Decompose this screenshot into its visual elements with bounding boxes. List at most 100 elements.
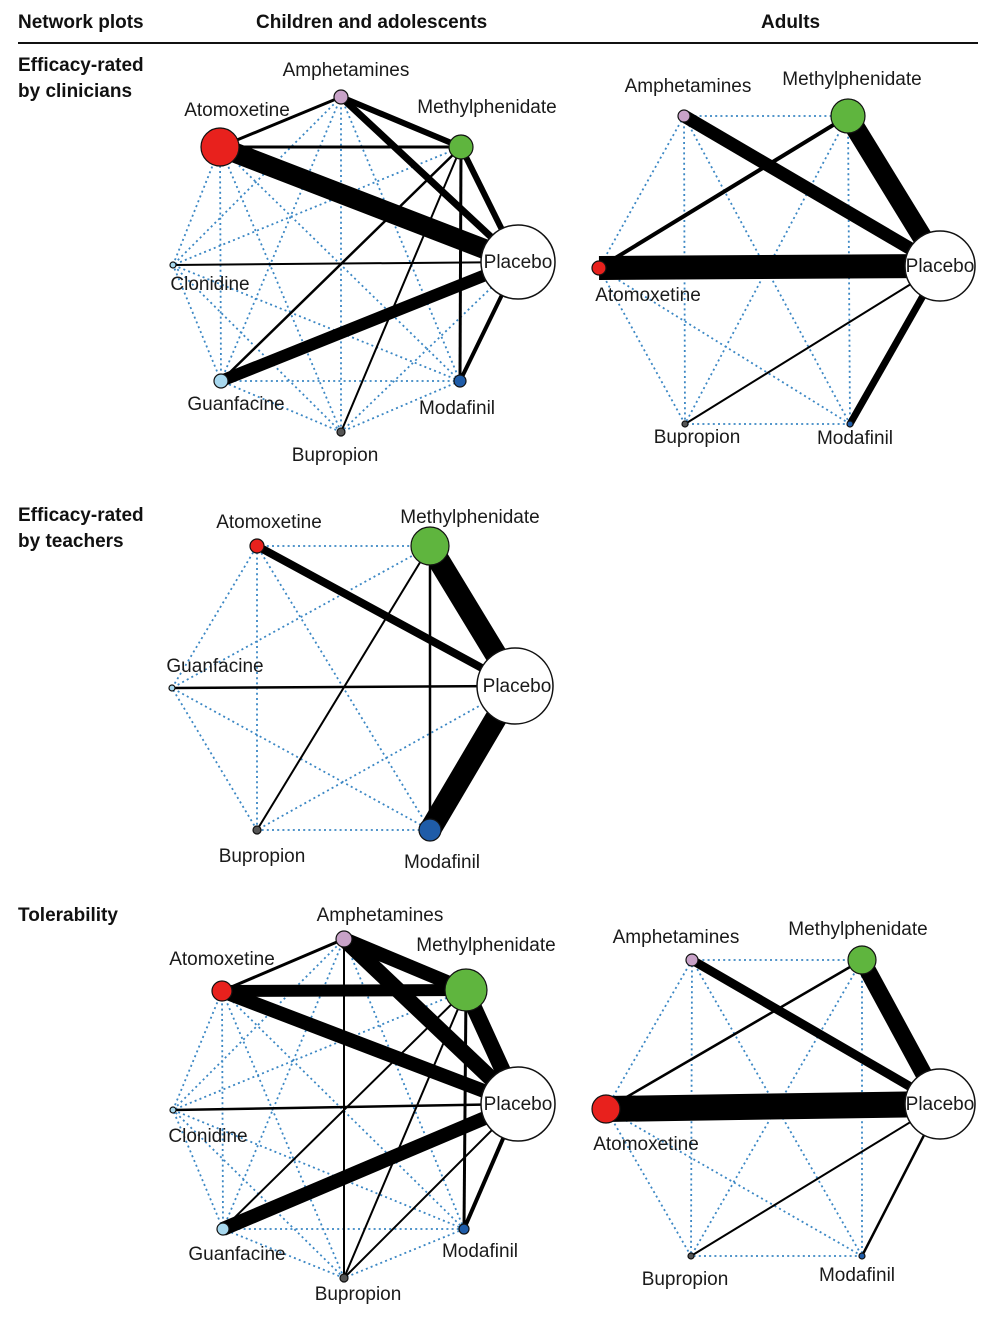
node-label-bupropion: Bupropion xyxy=(654,427,741,448)
node-label-guanfacine: Guanfacine xyxy=(188,1244,285,1265)
node-atomoxetine xyxy=(591,1094,621,1124)
node-label-guanfacine: Guanfacine xyxy=(166,656,263,677)
indirect-edge-guanfacine-clonidine xyxy=(172,1109,224,1230)
row-label-clinicians-line2: by clinicians xyxy=(18,81,133,102)
node-label-placebo: Placebo xyxy=(906,1094,975,1115)
indirect-edge-bupropion-guanfacine xyxy=(220,380,342,433)
indirect-edge-bupropion-guanfacine xyxy=(171,687,258,831)
node-atomoxetine xyxy=(200,127,240,167)
node-guanfacine xyxy=(213,373,229,389)
node-label-modafinil: Modafinil xyxy=(442,1241,518,1262)
indirect-comparisons xyxy=(605,959,863,1257)
edge-placebo-guanfacine xyxy=(218,256,521,387)
node-atomoxetine xyxy=(591,260,607,276)
node-label-placebo: Placebo xyxy=(484,1094,553,1115)
indirect-edge-modafinil-atomoxetine xyxy=(256,545,431,831)
node-methylphenidate xyxy=(847,945,877,975)
indirect-edge-placebo-bupropion xyxy=(340,261,519,433)
indirect-edge-guanfacine-clonidine xyxy=(172,264,222,382)
node-modafinil xyxy=(846,420,854,428)
node-clonidine xyxy=(169,261,177,269)
indirect-edge-clonidine-atomoxetine xyxy=(172,990,223,1111)
row-label-teachers-line1: Efficacy-rated xyxy=(18,505,144,526)
indirect-edge-guanfacine-atomoxetine xyxy=(171,545,258,689)
node-label-bupropion: Bupropion xyxy=(315,1284,402,1305)
indirect-edge-methylphenidate-bupropion xyxy=(684,115,849,425)
node-bupropion xyxy=(687,1252,695,1260)
node-guanfacine xyxy=(216,1222,230,1236)
header-children: Children and adolescents xyxy=(256,12,488,33)
node-methylphenidate xyxy=(830,98,866,134)
node-label-methylphenidate: Methylphenidate xyxy=(782,69,921,90)
node-methylphenidate xyxy=(448,134,474,160)
node-label-methylphenidate: Methylphenidate xyxy=(400,507,539,528)
node-amphetamines xyxy=(335,930,353,948)
indirect-edge-amphetamines-atomoxetine xyxy=(605,959,693,1110)
edge-amphetamines-placebo xyxy=(680,110,944,272)
node-bupropion xyxy=(336,427,346,437)
edge-amphetamines-methylphenidate xyxy=(339,94,463,150)
edge-atomoxetine-amphetamines xyxy=(219,95,342,149)
edge-amphetamines-methylphenidate xyxy=(341,932,469,997)
node-label-guanfacine: Guanfacine xyxy=(187,394,284,415)
node-label-methylphenidate: Methylphenidate xyxy=(788,919,927,940)
indirect-edge-bupropion-guanfacine xyxy=(222,1228,345,1279)
edge-methylphenidate-modafinil xyxy=(458,146,463,382)
node-label-atomoxetine: Atomoxetine xyxy=(216,512,322,533)
edge-methylphenidate-bupropion xyxy=(343,989,467,1279)
edge-amphetamines-placebo xyxy=(338,94,521,265)
indirect-edge-modafinil-atomoxetine xyxy=(605,1108,863,1257)
node-label-amphetamines: Amphetamines xyxy=(613,927,740,948)
edge-methylphenidate-atomoxetine xyxy=(605,958,863,1111)
indirect-edge-modafinil-bupropion xyxy=(343,1228,465,1279)
node-placebo xyxy=(904,230,976,302)
direct-comparisons xyxy=(605,955,948,1257)
node-label-modafinil: Modafinil xyxy=(404,852,480,873)
node-label-bupropion: Bupropion xyxy=(292,445,379,466)
node-methylphenidate xyxy=(444,968,488,1012)
edge-amphetamines-placebo xyxy=(689,956,943,1108)
node-label-placebo: Placebo xyxy=(906,256,975,277)
header-rule xyxy=(18,42,978,44)
node-clonidine xyxy=(169,1106,177,1114)
indirect-edge-amphetamines-clonidine xyxy=(172,938,345,1111)
indirect-edge-amphetamines-modafinil xyxy=(340,96,461,382)
node-label-bupropion: Bupropion xyxy=(642,1269,729,1290)
node-label-methylphenidate: Methylphenidate xyxy=(416,935,555,956)
node-label-bupropion: Bupropion xyxy=(219,846,306,867)
indirect-edge-modafinil-clonidine xyxy=(172,1109,465,1230)
node-guanfacine xyxy=(168,684,176,692)
node-label-clonidine: Clonidine xyxy=(170,274,249,295)
edge-amphetamines-placebo xyxy=(338,933,524,1110)
edge-atomoxetine-placebo xyxy=(216,137,522,272)
node-label-amphetamines: Amphetamines xyxy=(625,76,752,97)
row-label-teachers-line2: by teachers xyxy=(18,531,124,552)
edge-atomoxetine-placebo xyxy=(598,254,941,280)
node-label-placebo: Placebo xyxy=(484,252,553,273)
indirect-edge-methylphenidate-modafinil xyxy=(847,115,851,425)
node-atomoxetine xyxy=(211,980,233,1002)
indirect-edge-modafinil-bupropion xyxy=(340,380,461,433)
node-methylphenidate xyxy=(410,526,450,566)
node-amphetamines xyxy=(333,89,349,105)
edge-placebo-bupropion xyxy=(343,1103,519,1279)
edge-placebo-bupropion xyxy=(684,265,941,425)
node-label-modafinil: Modafinil xyxy=(817,428,893,449)
node-placebo xyxy=(480,1066,556,1142)
node-modafinil xyxy=(418,818,442,842)
indirect-edge-amphetamines-bupropion xyxy=(683,115,686,425)
edge-atomoxetine-placebo xyxy=(255,542,517,690)
node-label-clonidine: Clonidine xyxy=(168,1126,247,1147)
node-modafinil xyxy=(858,1252,866,1260)
node-placebo xyxy=(904,1068,976,1140)
node-modafinil xyxy=(453,374,467,388)
node-label-atomoxetine: Atomoxetine xyxy=(593,1134,699,1155)
indirect-edge-bupropion-atomoxetine xyxy=(605,1108,692,1257)
node-label-atomoxetine: Atomoxetine xyxy=(184,100,290,121)
node-label-methylphenidate: Methylphenidate xyxy=(417,97,556,118)
node-label-amphetamines: Amphetamines xyxy=(283,60,410,81)
